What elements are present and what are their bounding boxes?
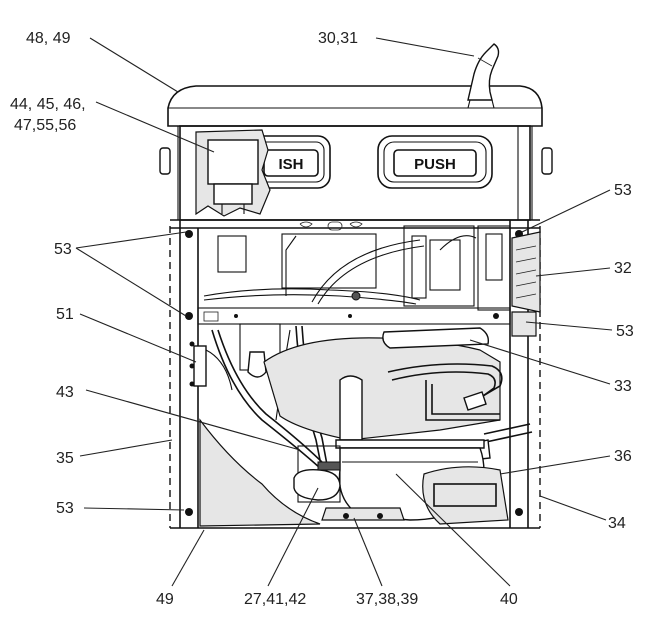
callout-47-55-56: 47,55,56 [14, 117, 76, 134]
callout-labels: 48, 49 30,31 44, 45, 46, 47,55,56 53 53 … [10, 30, 634, 608]
push-label-left: ISH [278, 156, 303, 173]
callout-53-left: 53 [54, 241, 72, 258]
base-cutaway [199, 418, 509, 527]
leader-lines [75, 37, 613, 587]
callout-49: 49 [156, 591, 174, 608]
callout-37-38-39: 37,38,39 [356, 591, 418, 608]
push-label-right: PUSH [414, 156, 456, 173]
drain-fitting [239, 323, 281, 378]
callout-53-upper-right: 53 [614, 182, 632, 199]
callout-35: 35 [56, 450, 74, 467]
callout-27-41-42: 27,41,42 [244, 591, 306, 608]
callout-30-31: 30,31 [318, 30, 358, 47]
callout-48-49: 48, 49 [26, 30, 71, 47]
compressor-mount [321, 507, 405, 521]
terminal-box [293, 445, 341, 503]
callout-33: 33 [614, 378, 632, 395]
callout-44-46: 44, 45, 46, [10, 96, 86, 113]
callout-53-bottom-left: 53 [56, 500, 74, 517]
upper-internals [203, 221, 511, 311]
callout-40: 40 [500, 591, 518, 608]
callout-36: 36 [614, 448, 632, 465]
left-switch [189, 341, 233, 391]
callout-51: 51 [56, 306, 74, 323]
bubbler-faucet [467, 43, 500, 109]
push-button-right: PUSH [377, 135, 493, 189]
fan-shroud [263, 337, 501, 441]
callout-43: 43 [56, 384, 74, 401]
cross-brace [197, 307, 511, 325]
capillary-tube [382, 327, 490, 349]
electrical-box [511, 231, 541, 337]
callout-34: 34 [608, 515, 626, 532]
callout-32: 32 [614, 260, 632, 277]
valve-cutaway [195, 129, 271, 217]
callout-53-right: 53 [616, 323, 634, 340]
